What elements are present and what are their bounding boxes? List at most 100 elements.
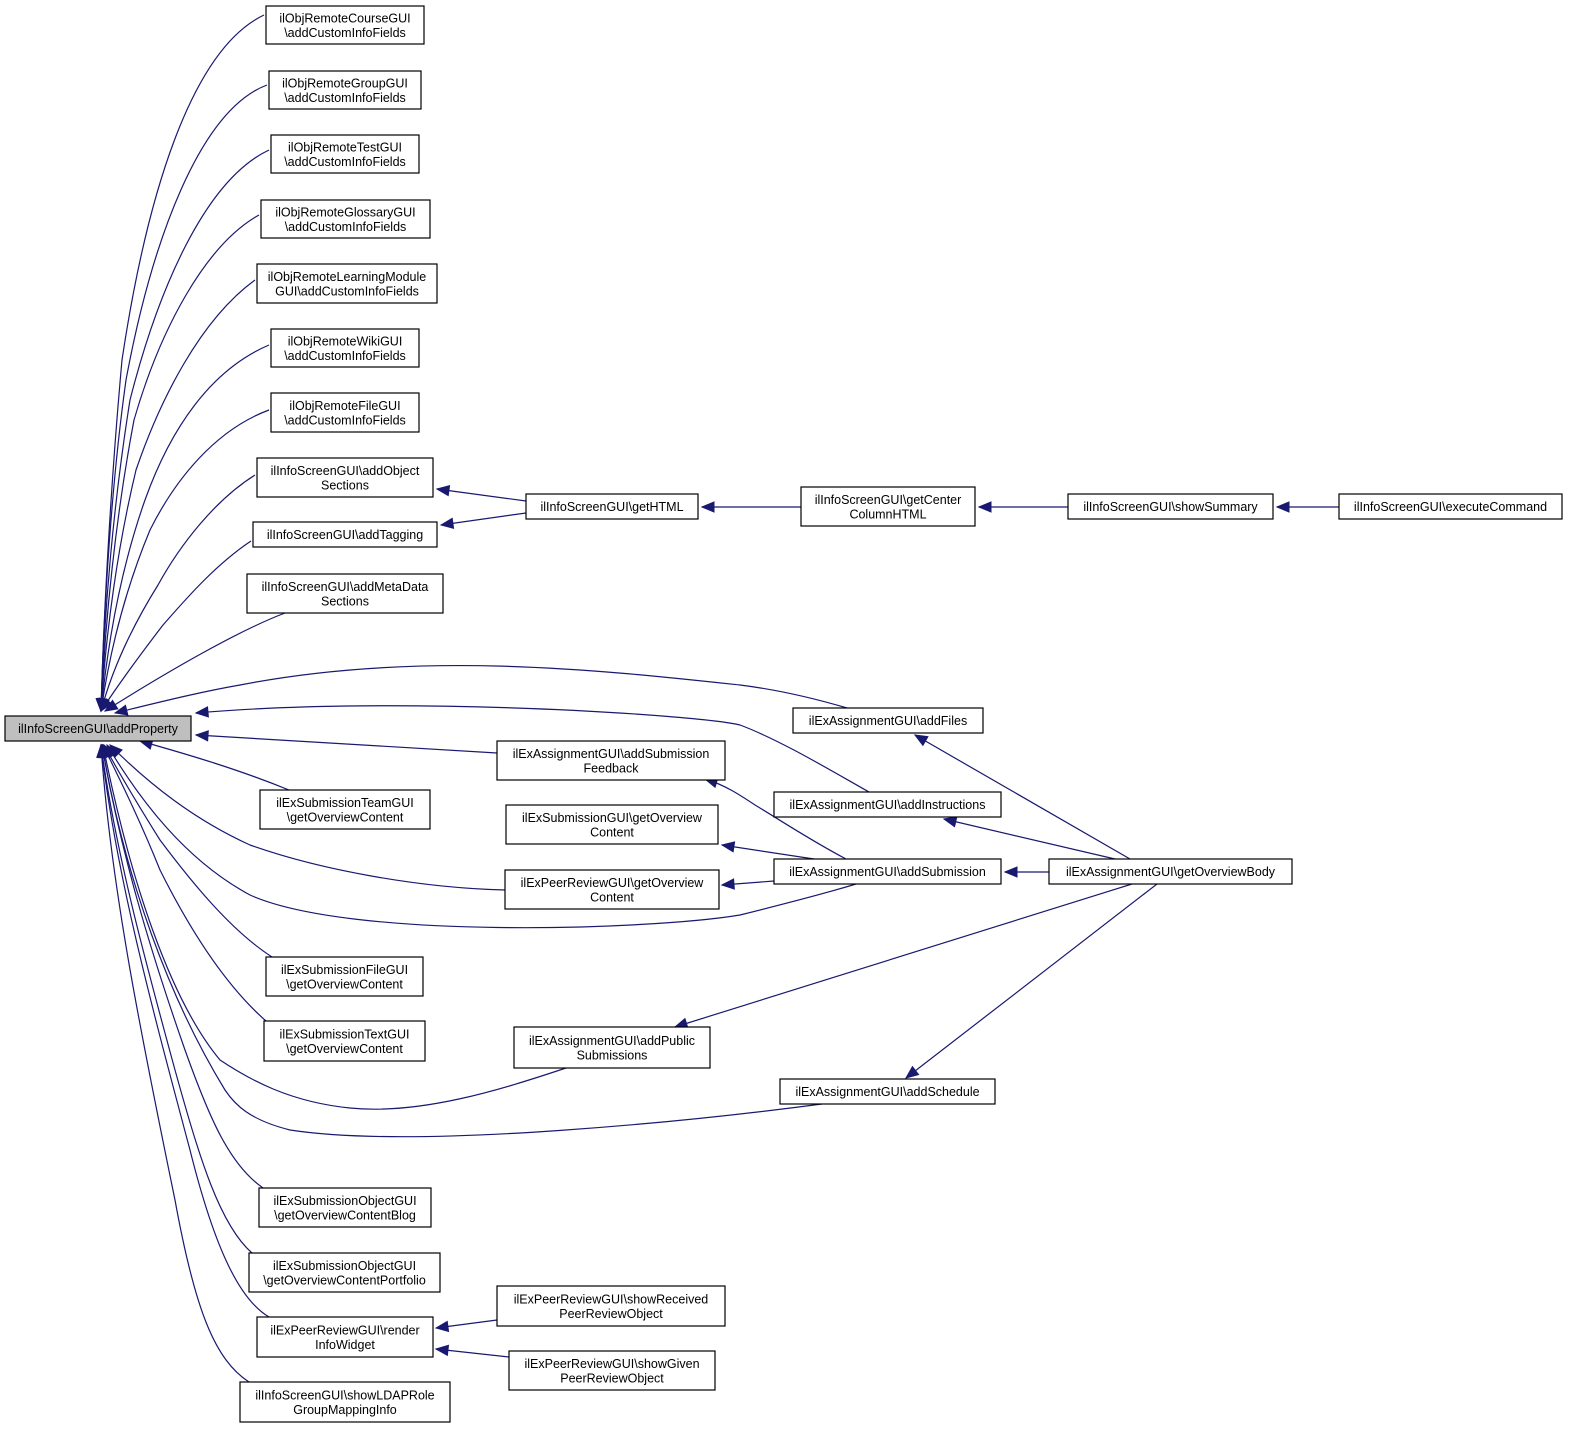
edge-line	[103, 744, 273, 958]
graph-node[interactable]: ilObjRemoteFileGUI\addCustomInfoFields	[270, 392, 420, 433]
node-box	[246, 573, 444, 614]
node-label: \addCustomInfoFields	[285, 220, 407, 234]
graph-node[interactable]: ilExAssignmentGUI\getOverviewBody	[1048, 858, 1293, 885]
arrowhead-icon	[700, 501, 715, 513]
node-label: ilObjRemoteFileGUI	[289, 399, 400, 413]
edge-line	[674, 883, 1133, 1028]
node-box	[270, 328, 420, 368]
graph-node[interactable]: ilObjRemoteWikiGUI\addCustomInfoFields	[270, 328, 420, 368]
node-box	[1067, 493, 1274, 520]
node-label: ilInfoScreenGUI\showLDAPRole	[255, 1388, 434, 1402]
edge-n29-to-root	[96, 743, 270, 1318]
edge-n27-to-root	[98, 743, 264, 1189]
node-box	[525, 493, 699, 520]
node-label: PeerReviewObject	[559, 1307, 663, 1321]
node-label: Feedback	[584, 761, 640, 775]
graph-node[interactable]: ilExSubmissionFileGUI\getOverviewContent	[265, 956, 424, 997]
graph-node[interactable]: ilObjRemoteCourseGUI\addCustomInfoFields	[265, 5, 425, 45]
node-label: Sections	[321, 478, 369, 492]
edge-n15-to-root	[113, 664, 848, 716]
graph-node[interactable]: ilExAssignmentGUI\addSchedule	[779, 1078, 996, 1105]
edge-line	[195, 734, 498, 754]
graph-node[interactable]: ilExSubmissionTeamGUI\getOverviewContent	[259, 789, 431, 830]
graph-node[interactable]: ilExAssignmentGUI\addFiles	[792, 707, 984, 734]
node-label: ilExAssignmentGUI\addInstructions	[790, 798, 986, 812]
edge-line	[109, 744, 506, 891]
graph-node[interactable]: ilExAssignmentGUI\addInstructions	[773, 791, 1002, 818]
edge-line	[100, 744, 253, 1254]
node-box	[800, 486, 976, 527]
graph-node[interactable]: ilInfoScreenGUI\executeCommand	[1338, 493, 1563, 520]
node-layer: ilInfoScreenGUI\addProperty ilObjRemoteCo…	[4, 5, 1563, 1423]
graph-node[interactable]: ilObjRemoteLearningModuleGUI\addCustomIn…	[256, 263, 438, 304]
edge-line	[943, 818, 1116, 860]
node-label: ilObjRemoteGlossaryGUI	[275, 205, 415, 219]
graph-node[interactable]: ilExSubmissionObjectGUI\getOverviewConte…	[248, 1252, 441, 1293]
arrowhead-icon	[194, 706, 209, 718]
graph-node[interactable]: ilExPeerReviewGUI\showReceivedPeerReview…	[496, 1285, 726, 1327]
graph-node[interactable]: ilObjRemoteTestGUI\addCustomInfoFields	[270, 134, 420, 174]
node-label: ilInfoScreenGUI\addMetaData	[262, 580, 429, 594]
arrowhead-icon	[942, 816, 958, 828]
edge-n11-to-n8	[435, 484, 527, 502]
graph-node[interactable]: ilInfoScreenGUI\getHTML	[525, 493, 699, 520]
edge-n20-to-n22	[720, 878, 775, 890]
node-box	[248, 1252, 441, 1293]
node-box	[265, 5, 425, 45]
arrowhead-icon	[194, 730, 209, 742]
graph-node[interactable]: ilInfoScreenGUI\addTagging	[252, 521, 438, 548]
edge-n11-to-n9	[439, 512, 527, 529]
node-box	[270, 392, 420, 433]
edge-line	[100, 540, 252, 712]
node-label: ilInfoScreenGUI\addProperty	[18, 722, 179, 736]
node-label: ilExSubmissionTeamGUI	[276, 796, 414, 810]
graph-node[interactable]: ilObjRemoteGroupGUI\addCustomInfoFields	[268, 70, 422, 110]
node-label: GUI\addCustomInfoFields	[275, 284, 419, 298]
node-box	[260, 199, 431, 239]
node-box	[496, 740, 726, 781]
graph-node[interactable]: ilInfoScreenGUI\showSummary	[1067, 493, 1274, 520]
edge-n1-to-root	[95, 14, 265, 713]
graph-node[interactable]: ilInfoScreenGUI\showLDAPRoleGroupMapping…	[239, 1381, 451, 1423]
node-box	[268, 70, 422, 110]
graph-node[interactable]: ilExAssignmentGUI\addSubmission	[773, 858, 1002, 885]
graph-node[interactable]: ilExSubmissionTextGUI\getOverviewContent	[263, 1020, 426, 1062]
node-label: \getOverviewContent	[287, 810, 404, 824]
graph-node[interactable]: ilObjRemoteGlossaryGUI\addCustomInfoFiel…	[260, 199, 431, 239]
edge-line	[100, 344, 270, 712]
node-label: ilInfoScreenGUI\getCenter	[815, 493, 962, 507]
node-label: ilExAssignmentGUI\getOverviewBody	[1066, 865, 1276, 879]
node-label: ilExPeerReviewGUI\showGiven	[524, 1357, 699, 1371]
node-label: ilExAssignmentGUI\addFiles	[809, 714, 967, 728]
node-label: \addCustomInfoFields	[284, 26, 406, 40]
node-label: ilExPeerReviewGUI\showReceived	[514, 1292, 709, 1306]
edge-line	[100, 744, 270, 1318]
arrowhead-icon	[977, 501, 992, 513]
graph-node[interactable]: ilExPeerReviewGUI\getOverviewContent	[504, 869, 720, 910]
edge-line	[195, 705, 870, 793]
edge-line	[106, 744, 857, 929]
edge-n2-to-root	[95, 84, 268, 713]
graph-node[interactable]: ilExSubmissionObjectGUI\getOverviewConte…	[258, 1187, 432, 1228]
edge-line	[100, 279, 256, 712]
edge-n23-to-root	[103, 743, 273, 958]
node-box	[773, 791, 1002, 818]
node-label: Content	[590, 825, 634, 839]
graph-node[interactable]: ilExSubmissionGUI\getOverviewContent	[505, 804, 719, 845]
node-box	[270, 134, 420, 174]
node-label: \getOverviewContent	[286, 977, 403, 991]
edge-n9-to-root	[100, 540, 252, 713]
node-label: GroupMappingInfo	[293, 1403, 397, 1417]
edge-line	[100, 409, 270, 712]
node-box	[4, 715, 192, 742]
edge-line	[704, 778, 847, 860]
graph-node[interactable]: ilExPeerReviewGUI\showGivenPeerReviewObj…	[508, 1350, 716, 1391]
arrowhead-icon	[100, 697, 113, 713]
arrowhead-icon	[113, 704, 129, 716]
